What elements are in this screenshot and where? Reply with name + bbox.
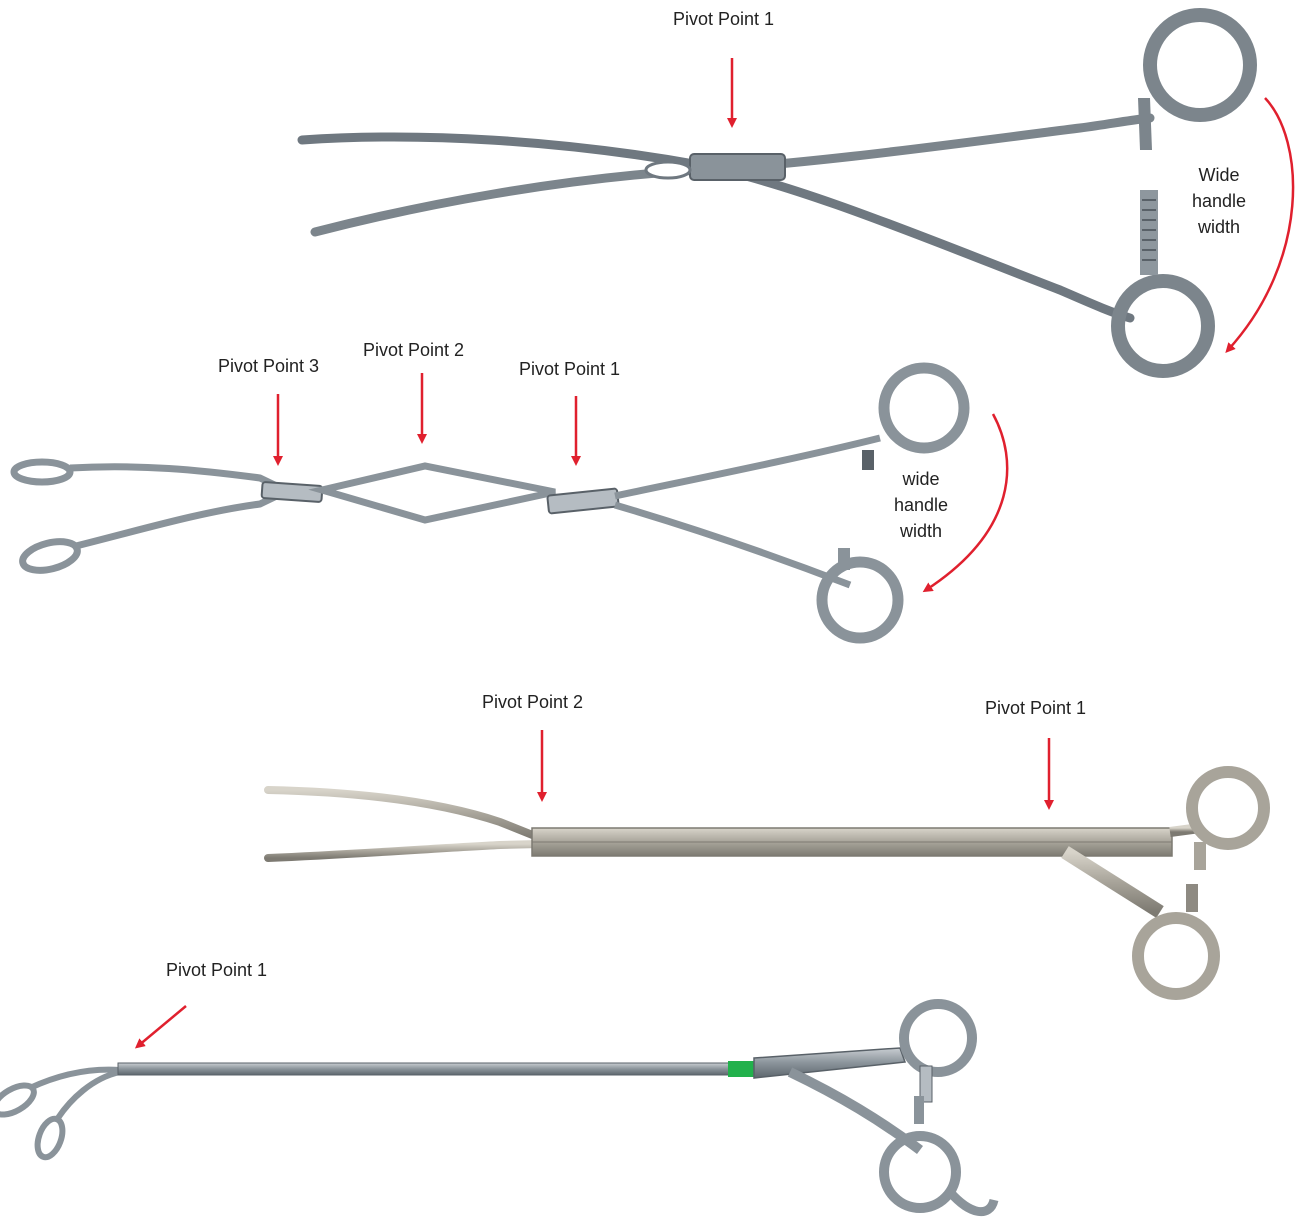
instrument-4-upper-ring [904,1004,972,1072]
instrument-2-lower-ring [822,562,898,638]
instrument-2-handle-width-label: wide handle width [884,466,958,544]
instrument-1-lower-ratchet [1140,190,1158,275]
instrument-2-handle-line-1: wide [884,466,958,492]
instrument-3-lower-ring [1138,918,1214,994]
instrument-1-handle-width-label: Wide handle width [1184,162,1254,240]
instrument-3-lower-jaw [268,844,540,858]
instrument-1-jaw-gap [646,162,690,178]
instrument-2-forceps [14,368,1007,638]
instrument-3-pivot-1-label: Pivot Point 1 [985,698,1086,719]
instrument-2-upper-ring [884,368,964,448]
instrument-4-lower-loop [33,1115,67,1160]
instrument-4-shaft [118,1063,730,1075]
instrument-1-handle-line-2: handle [1184,188,1254,214]
instrument-3-pivot-2-label: Pivot Point 2 [482,692,583,713]
instrument-4-pivot-1-label: Pivot Point 1 [166,960,267,981]
instrument-2-linkage [322,466,555,520]
instrument-3-upper-jaw [268,790,540,838]
instrument-2-pivot-2-label: Pivot Point 2 [363,340,464,361]
instrument-1-pivot-joint [690,154,785,180]
instrument-1-handle-line-3: width [1184,214,1254,240]
instrument-2-pivot-1-label: Pivot Point 1 [519,359,620,380]
instrument-2-pivot-3-joint [262,482,323,502]
instrument-3-forceps [268,730,1264,994]
instrument-1-forceps [302,15,1293,371]
instrument-4-forceps [0,1004,994,1212]
instrument-2-upper-loop [14,462,70,482]
instrument-1-upper-ring [1150,15,1250,115]
instrument-1-pivot-1-label: Pivot Point 1 [673,9,774,30]
instrument-2-pivot-3-label: Pivot Point 3 [218,356,319,377]
instrument-4-pivot-1-arrow [138,1006,186,1046]
instrument-4-green-band [728,1061,754,1077]
instrument-2-handle-line-3: width [884,518,958,544]
instrument-2-lower-loop [20,537,81,576]
instrument-2-handle-line-2: handle [884,492,958,518]
instrument-1-upper-ratchet [1138,98,1152,150]
instrument-3-upper-ring [1192,772,1264,844]
instrument-1-lower-ring [1118,281,1208,371]
instrument-2-pivot-1-joint [547,488,618,513]
instrument-1-handle-line-1: Wide [1184,162,1254,188]
